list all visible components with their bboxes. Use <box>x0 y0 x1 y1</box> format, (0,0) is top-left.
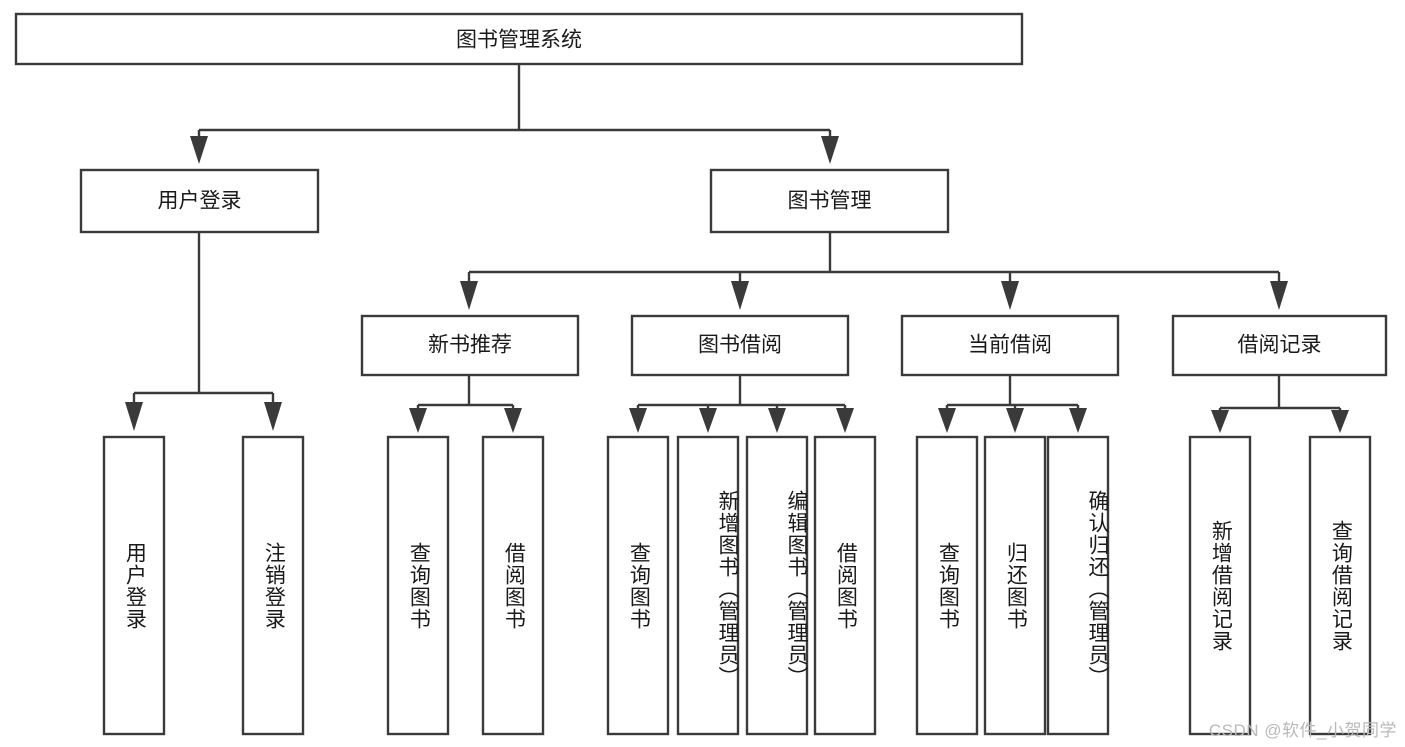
node-box-current-borrow[interactable] <box>900 314 1120 377</box>
arrow-head-br-query <box>1331 410 1349 433</box>
leaf-box-add-borrow-record[interactable] <box>1188 435 1252 736</box>
edge-group-borrow-record <box>1211 375 1349 433</box>
edge-group-new-book <box>409 375 522 433</box>
arrow-head-current <box>1001 281 1019 310</box>
leaf-box-logout[interactable] <box>241 435 305 736</box>
arrow-head-nb-query <box>409 408 427 433</box>
edge-group-root <box>190 64 839 164</box>
node-label-user-login: 用户登录 <box>158 190 242 213</box>
node-box-new-book-recommend[interactable] <box>360 314 580 377</box>
edge-group-current-borrow <box>938 375 1087 433</box>
leaf-box-borrow-book-1[interactable] <box>481 435 545 736</box>
leaf-box-borrow-book-2[interactable] <box>813 435 877 736</box>
leaf-box-return-book[interactable] <box>983 435 1047 736</box>
arrow-head-new-book <box>460 281 478 310</box>
arrow-head-leaf-user-login <box>125 402 143 431</box>
node-box-user-login[interactable] <box>79 168 320 234</box>
leaf-box-user-login[interactable] <box>102 435 166 736</box>
node-label-book-management: 图书管理 <box>788 190 872 213</box>
arrow-head-book-manage <box>821 136 839 164</box>
node-label-root: 图书管理系统 <box>456 29 582 52</box>
arrow-head-cb-query <box>938 408 956 433</box>
arrow-head-br-add <box>1211 410 1229 433</box>
node-box-root[interactable] <box>14 12 1024 66</box>
edge-group-user-login <box>125 232 282 431</box>
arrow-head-bb-edit <box>768 408 786 433</box>
node-label-new-book-recommend: 新书推荐 <box>428 334 512 357</box>
node-label-book-borrow: 图书借阅 <box>698 334 782 357</box>
arrow-head-bb-borrow <box>836 408 854 433</box>
leaf-box-query-book-1[interactable] <box>386 435 450 736</box>
edge-group-book-manage <box>460 232 1288 310</box>
leaf-box-query-borrow-record[interactable] <box>1308 435 1372 736</box>
leaf-box-query-book-2[interactable] <box>606 435 670 736</box>
arrow-head-bb-query <box>629 408 647 433</box>
leaf-box-add-book-admin[interactable] <box>676 435 740 736</box>
arrow-head-record <box>1270 281 1288 310</box>
arrow-head-nb-borrow <box>504 408 522 433</box>
arrow-head-leaf-logout <box>264 402 282 431</box>
csdn-watermark: CSDN @软件_小贺同学 <box>1208 721 1397 740</box>
arrow-head-cb-confirm <box>1069 408 1087 433</box>
arrow-head-cb-return <box>1006 408 1024 433</box>
node-label-current-borrow: 当前借阅 <box>968 334 1052 357</box>
leaf-box-confirm-return-admin[interactable] <box>1046 435 1110 736</box>
node-box-book-management[interactable] <box>709 168 950 234</box>
leaf-box-query-book-3[interactable] <box>915 435 979 736</box>
arrow-head-user-login <box>190 136 208 164</box>
arrow-head-bb-add <box>699 408 717 433</box>
arrow-head-borrow <box>731 281 749 310</box>
node-label-borrow-record: 借阅记录 <box>1238 334 1322 357</box>
edge-group-book-borrow <box>629 375 854 433</box>
node-box-borrow-record[interactable] <box>1171 314 1388 377</box>
leaf-box-edit-book-admin[interactable] <box>745 435 809 736</box>
node-box-book-borrow[interactable] <box>630 314 850 377</box>
